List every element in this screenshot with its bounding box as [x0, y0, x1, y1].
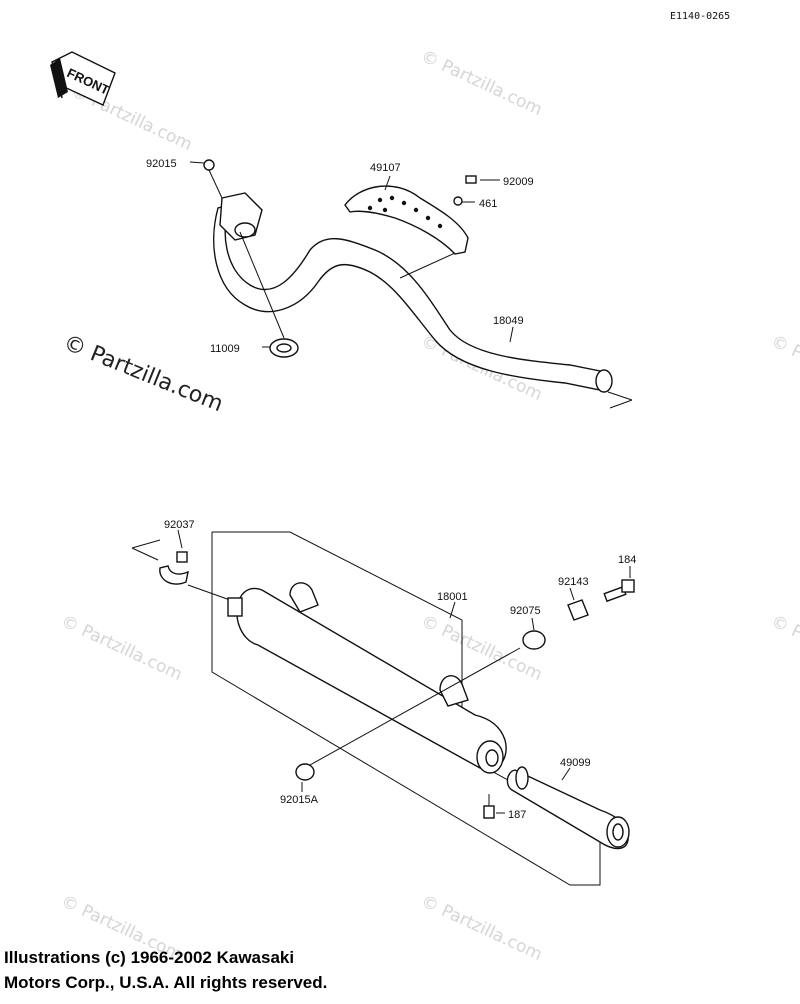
label-92015A: 92015A: [280, 794, 319, 806]
faint-watermarks: © Partzilla.com © Partzilla.com © Partzi…: [58, 46, 800, 965]
label-18001: 18001: [437, 591, 468, 603]
copyright-line-1: Illustrations (c) 1966-2002 Kawasaki: [4, 948, 295, 967]
front-arrow-icon: FRONT: [50, 51, 116, 106]
nut-92015: [203, 159, 215, 171]
nut-92015A: [295, 763, 315, 781]
watermark-faint: © Partzilla.com: [768, 331, 800, 405]
watermark-faint: © Partzilla.com: [418, 46, 545, 120]
exhaust-pipe-18049: [213, 203, 606, 391]
label-92009: 92009: [503, 176, 534, 188]
watermark-faint: © Partzilla.com: [58, 611, 185, 685]
label-18049: 18049: [493, 315, 524, 327]
copyright-notice: Illustrations (c) 1966-2002 Kawasaki Mot…: [4, 945, 504, 995]
label-92075: 92075: [510, 605, 541, 617]
copyright-line-2: Motors Corp., U.S.A. All rights reserved…: [4, 973, 328, 992]
label-92015: 92015: [146, 158, 177, 170]
grommet-92075: [522, 630, 546, 650]
diagram-reference-code: E1140-0265: [670, 11, 730, 22]
label-11009: 11009: [210, 343, 240, 355]
label-49099: 49099: [560, 757, 591, 769]
muffler-18001: [236, 587, 507, 771]
bolt-92009: [465, 175, 477, 184]
lower-assembly: 92037 18001 184 92143 92075 49099 92015A…: [131, 519, 636, 886]
watermark-faint: © Partzilla.com: [768, 611, 800, 685]
label-184: 184: [618, 554, 636, 566]
washer-461: [453, 196, 463, 206]
bolt-187: [483, 805, 495, 819]
label-92037: 92037: [164, 519, 195, 531]
heat-guard-49107: [344, 185, 469, 255]
label-49107: 49107: [370, 162, 401, 174]
upper-assembly: 92015 49107 92009 461 18049 11009: [146, 158, 633, 409]
collar-92143: [567, 599, 589, 621]
clamp-92037: [159, 565, 189, 585]
watermark-main: © Partzilla.com: [60, 330, 227, 417]
watermark-faint: © Partzilla.com: [418, 611, 545, 685]
label-187: 187: [508, 809, 526, 821]
label-461: 461: [479, 198, 497, 210]
label-92143: 92143: [558, 576, 589, 588]
